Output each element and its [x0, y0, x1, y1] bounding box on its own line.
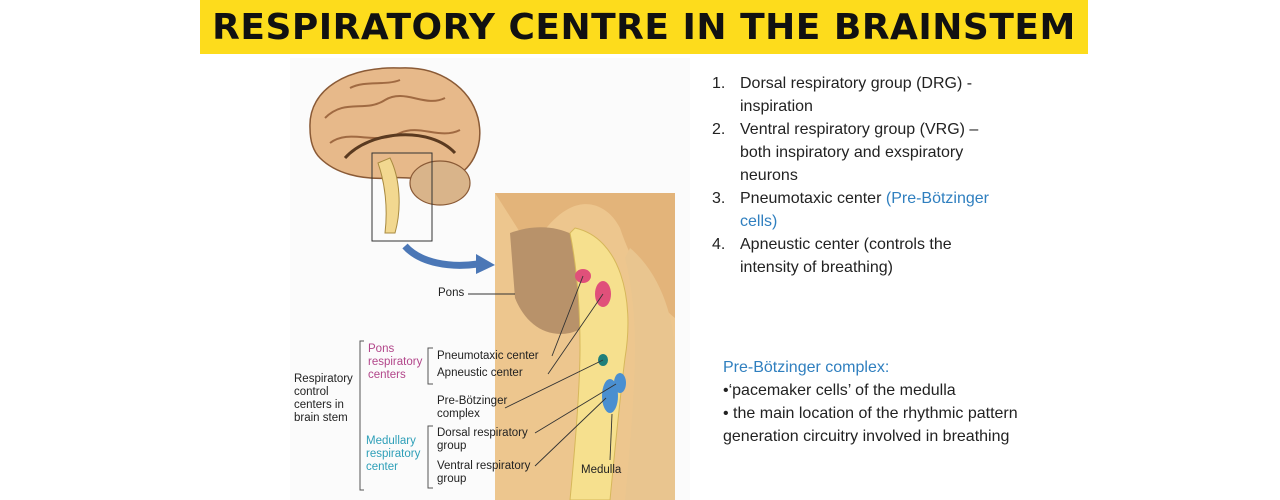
list-text: Apneustic center (controls the intensity…	[740, 236, 952, 276]
list-item: 3. Pneumotaxic center (Pre-Bötzinger cel…	[712, 187, 1012, 233]
cerebellum-shape	[409, 160, 471, 206]
ventral-respiratory-group	[602, 379, 618, 413]
list-text: Dorsal respiratory group (DRG) - inspira…	[740, 75, 973, 115]
pons-group-label-2: respiratory	[368, 356, 423, 368]
notes-line: •‘pacemaker cells’ of the medulla	[723, 382, 956, 399]
arrow-head	[476, 254, 495, 274]
list-number: 4.	[712, 236, 726, 253]
page-title: RESPIRATORY CENTRE IN THE BRAINSTEM	[212, 6, 1076, 48]
cerebellum-enlarged	[625, 248, 675, 500]
prebotzinger-label-1: Pre-Bötzinger	[437, 395, 508, 407]
resp-control-label-2: control	[294, 386, 329, 398]
list-highlight: (Pre-Bötzinger cells)	[740, 190, 990, 230]
bracket-lines	[359, 340, 433, 491]
prebotzinger-label-2: complex	[437, 408, 480, 420]
notes-heading: Pre-Bötzinger complex:	[723, 359, 890, 376]
drg-label-2: group	[437, 440, 467, 452]
medullary-group-label-1: Medullary	[366, 435, 416, 447]
pons-group-label-1: Pons	[368, 343, 395, 355]
list-item: 2. Ventral respiratory group (VRG) – bot…	[712, 118, 1012, 187]
vrg-label-1: Ventral respiratory	[437, 460, 531, 472]
enlarged-top	[495, 193, 675, 318]
medullary-group-label-2: respiratory	[366, 448, 421, 460]
resp-control-label-4: brain stem	[294, 412, 348, 424]
resp-control-label-1: Respiratory	[294, 373, 353, 385]
respiratory-centres-list: 1. Dorsal respiratory group (DRG) - insp…	[712, 72, 1012, 279]
list-item: 1. Dorsal respiratory group (DRG) - insp…	[712, 72, 1012, 118]
apneustic-label: Apneustic center	[437, 367, 523, 379]
list-number: 1.	[712, 75, 726, 92]
cerebrum-shape	[309, 67, 481, 181]
list-number: 2.	[712, 121, 726, 138]
brainstem-figure: Pons Pons respiratory centers Respirator…	[290, 58, 690, 500]
brainstem-small	[377, 157, 400, 234]
brain-illustration	[290, 58, 690, 500]
list-text: Ventral respiratory group (VRG) – both i…	[740, 121, 979, 184]
medullary-group-label-3: center	[366, 461, 398, 473]
leader-lines	[468, 275, 617, 467]
resp-control-label-3: centers in	[294, 399, 344, 411]
notes-line: • the main location of the rhythmic patt…	[723, 405, 1018, 445]
list-text: Pneumotaxic center	[740, 190, 886, 207]
corpus-callosum	[343, 133, 457, 160]
pneumotaxic-label: Pneumotaxic center	[437, 350, 539, 362]
pons-label: Pons	[438, 287, 465, 299]
vrg-label-2: group	[437, 473, 467, 485]
pons-group-label-3: centers	[368, 369, 406, 381]
list-number: 3.	[712, 190, 726, 207]
medulla-label: Medulla	[581, 464, 622, 476]
prebotzinger-notes: Pre-Bötzinger complex: •‘pacemaker cells…	[723, 356, 1023, 448]
drg-label-1: Dorsal respiratory	[437, 427, 528, 439]
list-item: 4. Apneustic center (controls the intens…	[712, 233, 1012, 279]
zoom-arrow	[402, 243, 479, 269]
zoom-box	[371, 152, 433, 242]
title-banner: RESPIRATORY CENTRE IN THE BRAINSTEM	[200, 0, 1088, 54]
cerebrum-folds	[324, 79, 461, 144]
brainstem-enlarged	[569, 227, 629, 500]
